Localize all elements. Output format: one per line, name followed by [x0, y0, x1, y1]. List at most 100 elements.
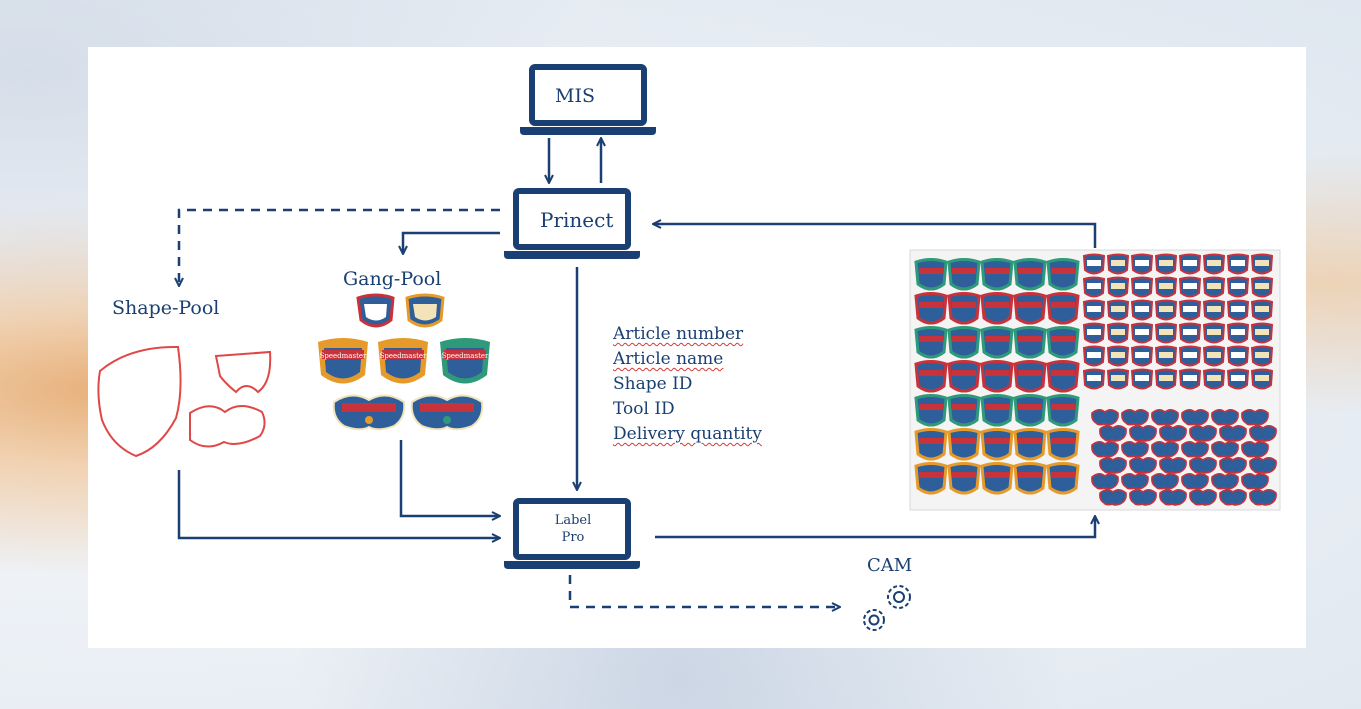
sheet-label — [1250, 253, 1274, 275]
sheet-label — [1130, 345, 1154, 367]
arrow-sheet-to-prinect — [653, 224, 1097, 248]
sheet-label — [1046, 462, 1080, 495]
badge: Speedmaster — [378, 338, 428, 384]
sheet-label — [1046, 360, 1080, 393]
sheet-label — [1082, 253, 1106, 275]
shape-pool-label: Shape-Pool — [112, 297, 220, 319]
sheet-label — [1129, 457, 1157, 474]
sheet-label — [1159, 425, 1187, 442]
sheet-label — [1154, 253, 1178, 275]
sheet-label — [914, 292, 948, 325]
sheet-label — [1249, 489, 1277, 506]
sheet-label — [1091, 473, 1119, 490]
bowtie-shape-outline — [189, 405, 266, 448]
sheet-label — [1129, 489, 1157, 506]
sheet-label — [947, 428, 981, 461]
sheet-label — [1154, 322, 1178, 344]
sheet-label — [1250, 345, 1274, 367]
sheet-label — [914, 326, 948, 359]
label-pro-line1: Label — [554, 513, 592, 528]
sheet-label — [1106, 253, 1130, 275]
sheet-label — [980, 462, 1014, 495]
sheet-label — [1091, 409, 1119, 426]
sheet-label — [1211, 409, 1239, 426]
sheet-label — [1106, 368, 1130, 390]
sheet-label — [980, 394, 1014, 427]
gang-pool-badges: Speedmaster Speedmaster Speedmaster — [318, 293, 490, 431]
sheet-label — [1181, 409, 1209, 426]
shape-pool-outlines — [97, 345, 272, 458]
sheet-label — [1130, 276, 1154, 298]
sheet-label — [1181, 473, 1209, 490]
sheet-label — [1106, 345, 1130, 367]
sheet-label — [1130, 253, 1154, 275]
sheet-label — [1189, 457, 1217, 474]
pennant-shape-outline — [214, 350, 272, 394]
sheet-label — [1154, 276, 1178, 298]
sheet-label — [1121, 441, 1149, 458]
sheet-label — [947, 360, 981, 393]
job-info-article-number: Article number — [613, 324, 744, 344]
sheet-label — [1106, 276, 1130, 298]
sheet-label — [1250, 368, 1274, 390]
sheet-bowtie-labels — [1091, 409, 1277, 506]
sheet-label — [1151, 409, 1179, 426]
sheet-label — [1249, 425, 1277, 442]
sheet-shield-labels — [914, 258, 1080, 495]
sheet-label — [1099, 425, 1127, 442]
sheet-label — [1178, 299, 1202, 321]
sheet-label — [1013, 326, 1047, 359]
sheet-label — [1202, 322, 1226, 344]
sheet-label — [1082, 345, 1106, 367]
sheet-label — [1189, 425, 1217, 442]
sheet-label — [1046, 292, 1080, 325]
sheet-label — [1219, 457, 1247, 474]
sheet-label — [1211, 473, 1239, 490]
sheet-label — [1178, 253, 1202, 275]
sheet-label — [1219, 489, 1247, 506]
sheet-label — [1202, 299, 1226, 321]
sheet-label — [1219, 425, 1247, 442]
sheet-label — [1250, 276, 1274, 298]
sheet-label — [1202, 253, 1226, 275]
sheet-label — [1082, 299, 1106, 321]
shield-shape-outline — [97, 345, 182, 458]
sheet-label — [1151, 473, 1179, 490]
sheet-label — [1091, 441, 1119, 458]
sheet-label — [1130, 368, 1154, 390]
sheet-label — [1250, 299, 1274, 321]
sheet-label — [1099, 489, 1127, 506]
sheet-label — [1226, 322, 1250, 344]
sheet-label — [1178, 322, 1202, 344]
label-pro-line2: Pro — [561, 530, 585, 545]
arrow-prinect-to-shape-pool — [179, 208, 500, 286]
sheet-label — [1202, 345, 1226, 367]
sheet-label — [1082, 368, 1106, 390]
arrow-label-pro-to-sheet — [655, 516, 1095, 539]
sheet-label — [914, 360, 948, 393]
sheet-label — [1250, 322, 1274, 344]
sheet-label — [1129, 425, 1157, 442]
svg-text:Speedmaster: Speedmaster — [320, 352, 367, 360]
sheet-label — [1046, 326, 1080, 359]
job-info-article-name: Article name — [613, 349, 724, 369]
sheet-label — [1046, 394, 1080, 427]
sheet-label — [980, 428, 1014, 461]
sheet-label — [1046, 428, 1080, 461]
sheet-label — [1226, 253, 1250, 275]
sheet-label — [1082, 322, 1106, 344]
sheet-label — [914, 394, 948, 427]
sheet-label — [1106, 299, 1130, 321]
svg-text:Speedmaster: Speedmaster — [380, 352, 427, 360]
job-info-delivery-quantity: Delivery quantity — [613, 424, 762, 444]
sheet-label — [1046, 258, 1080, 291]
arrow-shape-pool-to-label-pro — [177, 470, 500, 538]
job-info-shape-id: Shape ID — [613, 374, 693, 394]
badge — [356, 293, 395, 328]
cam-label: CAM — [867, 555, 913, 576]
sheet-label — [1013, 292, 1047, 325]
sheet-label — [1013, 394, 1047, 427]
sheet-label — [1241, 409, 1269, 426]
arrow-prinect-to-gang-pool — [403, 231, 500, 254]
